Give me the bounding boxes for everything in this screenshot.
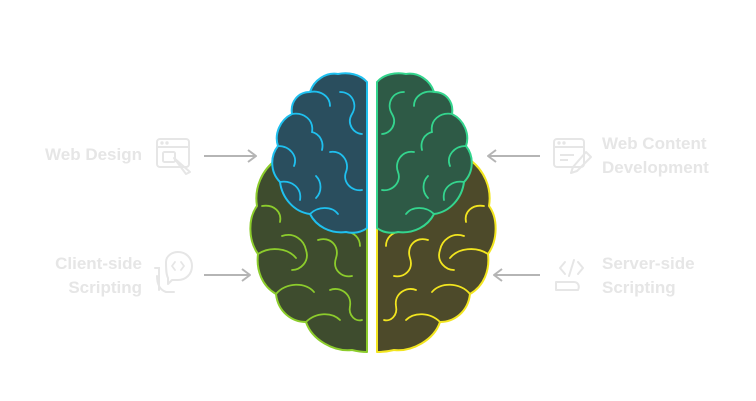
label-web-content-development: Web Content Development	[602, 132, 709, 180]
arrow-client-side	[204, 268, 251, 282]
label-web-design-line-1: Web Design	[45, 145, 142, 164]
label-server-side-line-1: Server-side	[602, 254, 695, 273]
label-server-side-line-2: Scripting	[602, 278, 676, 297]
label-server-side-scripting: Server-side Scripting	[602, 252, 695, 300]
label-web-design: Web Design	[45, 143, 142, 167]
brain-lobe-top-left	[271, 72, 368, 234]
brain-lobe-bottom-left	[249, 159, 368, 353]
label-client-side-scripting: Client-side Scripting	[55, 252, 142, 300]
label-web-content-line-1: Web Content	[602, 134, 707, 153]
code-tag-icon	[555, 259, 584, 291]
design-window-icon	[156, 138, 191, 175]
code-hand-icon	[154, 251, 193, 293]
arrow-web-design	[204, 149, 257, 163]
brain-lobe-top-right	[376, 72, 473, 234]
arrow-web-content	[487, 149, 540, 163]
arrow-server-side	[493, 268, 540, 282]
label-client-side-line-1: Client-side	[55, 254, 142, 273]
label-web-content-line-2: Development	[602, 158, 709, 177]
content-edit-icon	[553, 138, 592, 174]
label-client-side-line-2: Scripting	[68, 278, 142, 297]
